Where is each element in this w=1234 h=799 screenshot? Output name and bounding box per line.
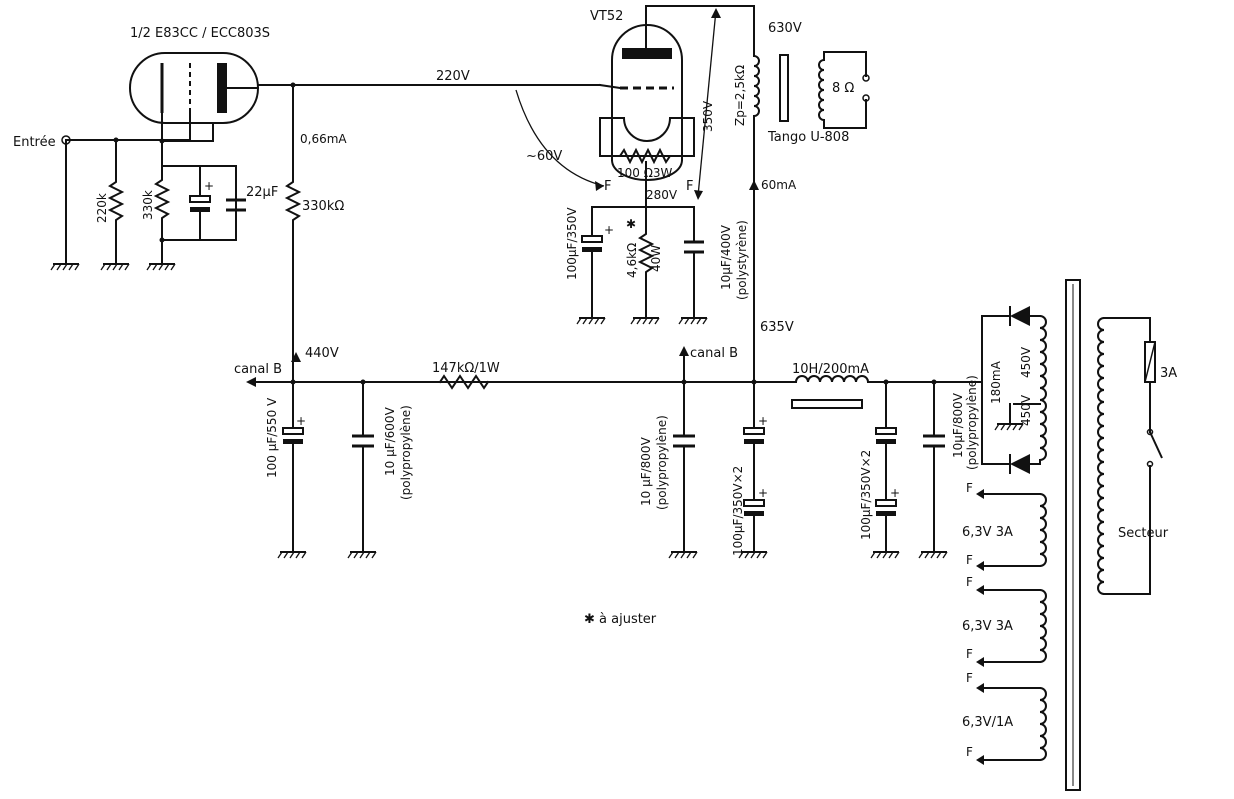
svg-text:F: F [966,481,973,495]
svg-text:Zp=2,5kΩ: Zp=2,5kΩ [733,65,747,126]
svg-text:100μF/350V: 100μF/350V [565,207,579,280]
svg-text:10μF/400V: 10μF/400V [719,224,733,290]
svg-text:440V: 440V [305,346,339,361]
svg-text:100 μF/550 V: 100 μF/550 V [265,397,279,478]
svg-text:F: F [966,745,973,759]
svg-text:+: + [204,179,214,193]
svg-text:0,66mA: 0,66mA [300,132,347,146]
svg-text:+: + [890,486,900,500]
svg-text:350V: 350V [701,100,715,132]
svg-text:220k: 220k [95,193,109,223]
svg-text:+: + [758,414,768,428]
svg-text:3A: 3A [1160,366,1177,381]
svg-text:10H/200mA: 10H/200mA [792,362,869,377]
svg-text:100μF/350V×2: 100μF/350V×2 [859,450,873,540]
footnote: ✱ à ajuster [584,612,657,627]
svg-text:(polypropylène): (polypropylène) [399,405,413,500]
svg-text:~60V: ~60V [526,149,562,164]
output-tube-label: VT52 [590,9,623,24]
svg-text:canal B: canal B [690,346,738,361]
driver-tube: 1/2 E83CC / ECC803S [129,26,270,124]
output-tube: VT52 [590,9,684,181]
svg-text:6,3V/1A: 6,3V/1A [962,715,1013,730]
svg-text:✱: ✱ [626,217,636,231]
svg-text:40W: 40W [649,245,663,272]
svg-text:6,3V 3A: 6,3V 3A [962,619,1013,634]
svg-text:F: F [966,553,973,567]
svg-text:330kΩ: 330kΩ [302,199,344,214]
svg-text:+: + [296,414,306,428]
svg-text:147kΩ/1W: 147kΩ/1W [432,361,500,376]
svg-text:180mA: 180mA [989,360,1003,404]
svg-text:+: + [758,486,768,500]
svg-text:8 Ω: 8 Ω [832,81,854,96]
svg-text:280V: 280V [646,188,678,202]
svg-text:630V: 630V [768,21,802,36]
svg-text:100 Ω3W: 100 Ω3W [617,166,673,180]
svg-text:F: F [686,179,693,194]
svg-text:Secteur: Secteur [1118,526,1169,541]
input-label: Entrée [13,135,56,150]
svg-text:220V: 220V [436,69,470,84]
driver-tube-label: 1/2 E83CC / ECC803S [130,26,270,41]
svg-text:(polypropylène): (polypropylène) [965,375,979,470]
svg-text:(polystyrène): (polystyrène) [735,220,749,300]
svg-text:F: F [966,671,973,685]
svg-text:635V: 635V [760,320,794,335]
svg-text:450V: 450V [1019,346,1033,378]
svg-text:60mA: 60mA [761,178,797,192]
svg-text:330k: 330k [141,190,155,220]
svg-text:6,3V 3A: 6,3V 3A [962,525,1013,540]
svg-text:F: F [604,179,611,194]
svg-text:Tango U-808: Tango U-808 [767,130,849,145]
svg-text:10 μF/800V: 10 μF/800V [639,436,653,506]
svg-text:450V: 450V [1019,394,1033,426]
svg-text:+: + [604,223,614,237]
svg-text:F: F [966,575,973,589]
svg-text:4,6kΩ: 4,6kΩ [625,243,639,278]
svg-text:22μF: 22μF [246,185,278,200]
svg-text:F: F [966,647,973,661]
svg-text:10 μF/600V: 10 μF/600V [383,406,397,476]
svg-text:(polypropylène): (polypropylène) [655,415,669,510]
svg-text:10μF/800V: 10μF/800V [951,392,965,458]
svg-text:100μF/350V×2: 100μF/350V×2 [731,466,745,556]
svg-text:canal B: canal B [234,362,282,377]
